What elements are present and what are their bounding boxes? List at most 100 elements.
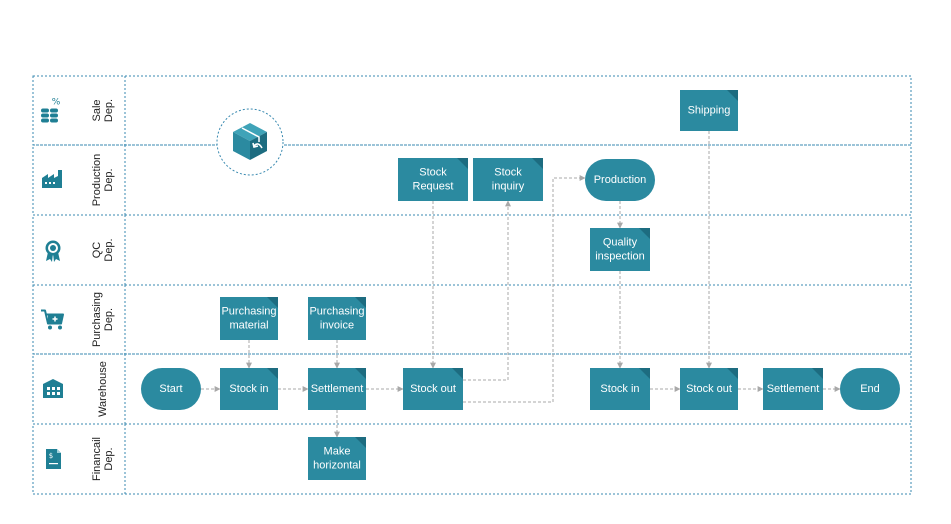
node-settlement-1[interactable]: Settlement — [308, 368, 366, 410]
node-stock-request-shape — [398, 158, 468, 201]
lane-purchasing-frame — [32, 284, 912, 355]
node-stock-in-1-shape — [220, 368, 278, 410]
node-settlement-2-label: Settlement — [767, 383, 820, 395]
node-quality-inspection[interactable]: Quality inspection — [590, 228, 650, 271]
award-badge-icon — [45, 240, 61, 262]
node-start-shape — [141, 368, 201, 410]
lane-warehouse-label: Warehouse — [97, 361, 109, 417]
node-purchasing-material-fold — [267, 297, 278, 308]
lane-production-label: Production — [91, 154, 103, 207]
node-quality-inspection-shape — [590, 228, 650, 271]
warehouse-icon — [43, 379, 63, 398]
lane-purchasing-label: Dep. — [103, 308, 115, 331]
node-production-shape — [585, 159, 655, 201]
lane-financial-frame — [32, 423, 912, 495]
node-shipping[interactable]: Shipping — [680, 90, 738, 131]
lane-warehouse: Warehouse — [32, 353, 912, 425]
node-settlement-2[interactable]: Settlement — [763, 368, 823, 410]
node-purchasing-material-label: Purchasing — [221, 306, 276, 318]
node-production-label: Production — [594, 174, 647, 186]
node-stock-in-1-label: Stock in — [229, 383, 268, 395]
node-settlement-1-fold — [355, 368, 366, 379]
node-stock-out-1-fold — [452, 368, 463, 379]
svg-text:$: $ — [49, 452, 53, 460]
node-quality-inspection-fold — [639, 228, 650, 239]
node-stock-in-2-label: Stock in — [600, 383, 639, 395]
lane-warehouse-frame — [32, 353, 912, 425]
node-purchasing-invoice-shape — [308, 297, 366, 340]
node-start-label: Start — [159, 383, 182, 395]
node-purchasing-invoice-fold — [355, 297, 366, 308]
lane-production-label: Dep. — [103, 168, 115, 191]
node-stock-out-1-label: Stock out — [410, 383, 456, 395]
node-quality-inspection-label: inspection — [595, 251, 645, 263]
node-production[interactable]: Production — [585, 159, 655, 201]
lane-qc-frame — [32, 214, 912, 286]
node-end-shape — [840, 368, 900, 410]
node-stock-out-1-shape — [403, 368, 463, 410]
node-quality-inspection-label: Quality — [603, 237, 638, 249]
node-purchasing-invoice[interactable]: Purchasing invoice — [308, 297, 366, 340]
node-start[interactable]: Start — [141, 368, 201, 410]
node-settlement-1-shape — [308, 368, 366, 410]
node-shipping-fold — [727, 90, 738, 101]
node-stock-in-1[interactable]: Stock in — [220, 368, 278, 410]
node-stock-in-2[interactable]: Stock in — [590, 368, 650, 410]
lane-sale-label: Sale — [91, 99, 103, 121]
lane-sale-frame — [32, 75, 912, 146]
node-purchasing-invoice-label: invoice — [320, 320, 354, 332]
connectors — [201, 131, 841, 438]
process-nodes: ShippingStockRequestStockinquiryProducti… — [141, 90, 900, 480]
node-stock-request-label: Request — [413, 181, 454, 193]
coins-percent-icon: % — [41, 98, 61, 123]
edge-stock-out-1-to-production — [463, 175, 586, 403]
node-stock-in-2-shape — [590, 368, 650, 410]
lane-qc-label: QC — [91, 242, 103, 259]
lane-purchasing-label: Purchasing — [91, 292, 103, 347]
node-end[interactable]: End — [840, 368, 900, 410]
node-purchasing-material-shape — [220, 297, 278, 340]
node-stock-inquiry-label: inquiry — [492, 181, 525, 193]
node-make-horizontal-fold — [355, 437, 366, 448]
node-stock-out-1[interactable]: Stock out — [403, 368, 463, 410]
node-make-horizontal-label: horizontal — [313, 460, 361, 472]
node-purchasing-invoice-label: Purchasing — [309, 306, 364, 318]
edge-stock-out-1-to-stock-inquiry — [463, 200, 511, 381]
node-settlement-1-label: Settlement — [311, 383, 364, 395]
lane-qc-label: Dep. — [103, 238, 115, 261]
lane-sale-label: Dep. — [103, 99, 115, 122]
lane-financial-label: Financail — [91, 437, 103, 481]
node-stock-inquiry-shape — [473, 158, 543, 201]
node-make-horizontal[interactable]: Make horizontal — [308, 437, 366, 480]
node-stock-request-fold — [457, 158, 468, 169]
factory-icon — [42, 170, 62, 188]
node-stock-out-2-fold — [727, 368, 738, 379]
node-settlement-2-shape — [763, 368, 823, 410]
node-stock-request-label: Stock — [419, 167, 447, 179]
node-stock-in-2-fold — [639, 368, 650, 379]
lane-financial-label: Dep. — [103, 447, 115, 470]
node-stock-out-2-label: Stock out — [686, 383, 732, 395]
node-settlement-2-fold — [812, 368, 823, 379]
node-stock-out-2[interactable]: Stock out — [680, 368, 738, 410]
node-shipping-shape — [680, 90, 738, 131]
lane-production-frame — [32, 144, 912, 216]
svg-text:%: % — [52, 98, 61, 108]
node-shipping-label: Shipping — [688, 105, 731, 117]
node-stock-inquiry-fold — [532, 158, 543, 169]
invoice-icon: $ — [46, 449, 61, 469]
package-badge — [216, 108, 284, 176]
node-stock-out-2-shape — [680, 368, 738, 410]
node-make-horizontal-shape — [308, 437, 366, 480]
node-make-horizontal-label: Make — [324, 446, 351, 458]
